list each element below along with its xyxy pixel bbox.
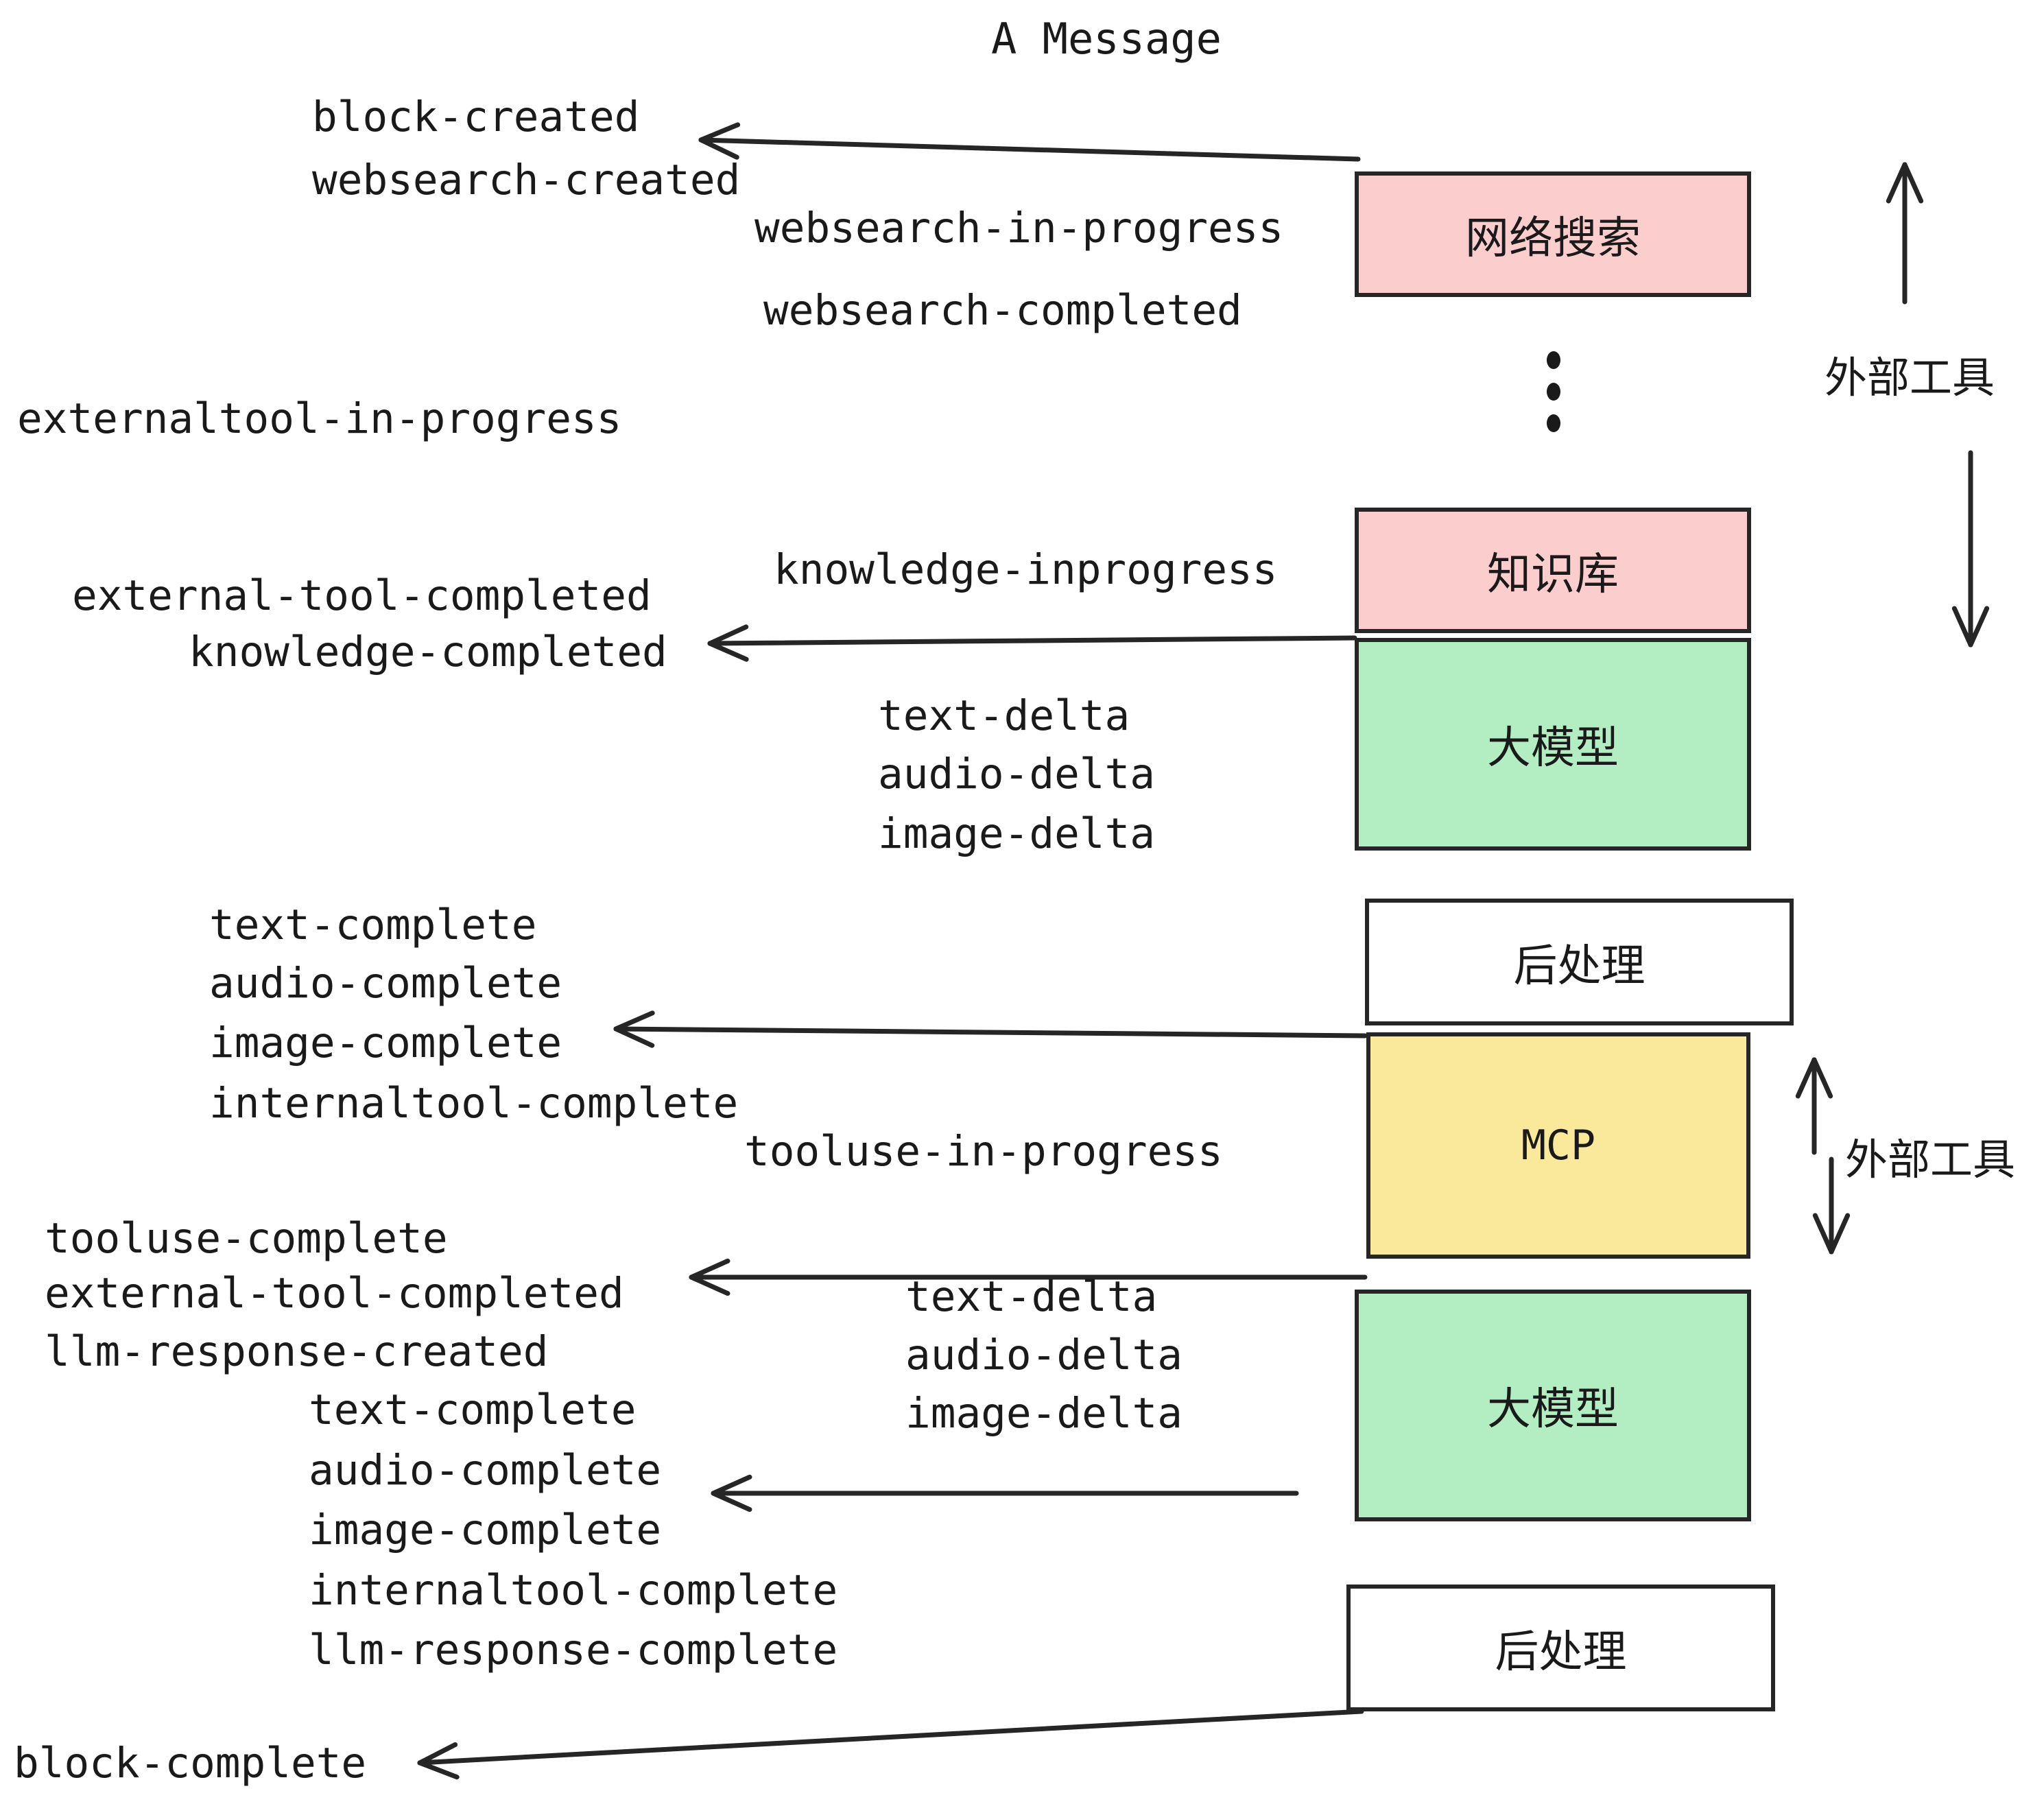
event-label: websearch-created: [312, 156, 741, 204]
event-label: text-delta: [878, 691, 1130, 740]
ellipsis-dot: [1547, 414, 1560, 432]
event-label: text-complete: [309, 1386, 637, 1434]
event-label: text-delta: [905, 1272, 1158, 1321]
block-created-arrow: [698, 122, 1361, 162]
event-label: internaltool-complete: [309, 1566, 838, 1615]
external-tool-label: 外部工具: [1825, 353, 1995, 403]
mcp-tool-down-arrow: [1812, 1156, 1851, 1255]
event-label: knowledge-inprogress: [774, 545, 1278, 594]
vertical-ellipsis-icon: [1547, 351, 1560, 432]
event-label: tooluse-complete: [45, 1214, 448, 1263]
component-box: 后处理: [1346, 1585, 1775, 1711]
event-label: knowledge-completed: [189, 628, 667, 676]
event-label: audio-complete: [209, 959, 562, 1008]
block-complete-arrow: [417, 1709, 1364, 1780]
external-tool-up-arrow: [1886, 162, 1924, 305]
component-box: 知识库: [1355, 508, 1751, 633]
component-box: 大模型: [1355, 638, 1751, 851]
event-label: llm-response-complete: [309, 1626, 838, 1674]
event-label: websearch-in-progress: [754, 204, 1284, 252]
external-tool-down-arrow: [1951, 450, 1990, 648]
event-label: image-delta: [905, 1389, 1183, 1438]
event-label: internaltool-complete: [209, 1079, 739, 1128]
component-box: MCP: [1366, 1032, 1750, 1259]
event-label: audio-delta: [878, 750, 1155, 798]
knowledge-completed-arrow: [707, 624, 1357, 662]
component-box: 网络搜索: [1355, 171, 1751, 297]
event-label: externaltool-in-progress: [17, 394, 622, 443]
image-complete-arrow: [613, 1010, 1368, 1048]
component-box: 大模型: [1355, 1290, 1751, 1521]
ellipsis-dot: [1547, 383, 1560, 401]
event-label: image-complete: [209, 1019, 562, 1067]
event-label: text-complete: [209, 901, 537, 949]
event-label: llm-response-created: [45, 1327, 549, 1376]
ellipsis-dot: [1547, 351, 1560, 369]
external-tool-label: 外部工具: [1845, 1135, 2016, 1185]
event-label: websearch-completed: [763, 286, 1242, 335]
event-label: tooluse-in-progress: [744, 1127, 1223, 1176]
event-label: block-complete: [14, 1739, 367, 1788]
event-label: image-complete: [309, 1506, 662, 1554]
event-label: external-tool-completed: [45, 1269, 624, 1318]
mcp-tool-up-arrow: [1795, 1057, 1833, 1155]
page-title: A Message: [991, 14, 1222, 64]
event-label: audio-delta: [905, 1331, 1183, 1379]
event-label: block-created: [312, 93, 640, 141]
component-box: 后处理: [1365, 899, 1794, 1025]
audio-complete-arrow: [711, 1474, 1299, 1512]
event-label: external-tool-completed: [72, 571, 652, 620]
event-label: audio-complete: [309, 1446, 662, 1495]
event-label: image-delta: [878, 809, 1155, 858]
